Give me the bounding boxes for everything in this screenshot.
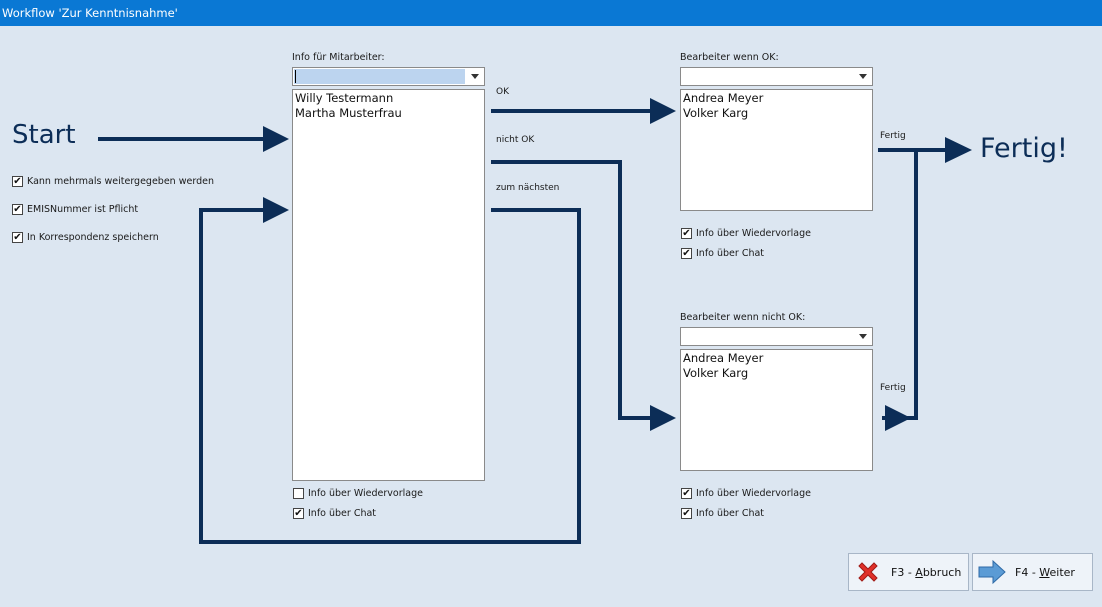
- bearbeiter-nicht-ok-label: Bearbeiter wenn nicht OK:: [680, 312, 806, 323]
- list-item[interactable]: Andrea Meyer: [683, 351, 764, 365]
- bearbeiter-nicht-ok-list[interactable]: Andrea Meyer Volker Karg: [680, 349, 873, 471]
- ok-arrowhead: [650, 98, 676, 124]
- fertig-ok-path-label: Fertig: [880, 131, 906, 141]
- chevron-down-icon[interactable]: [854, 328, 872, 345]
- kann-mehrmals-checkbox[interactable]: ✔ Kann mehrmals weitergegeben werden: [12, 176, 214, 187]
- loop-arrowhead: [263, 197, 289, 223]
- notok-arrow-line: [491, 160, 655, 420]
- info-mitarbeiter-label: Info für Mitarbeiter:: [292, 52, 385, 63]
- info-mitarbeiter-list[interactable]: Willy Testermann Martha Musterfrau: [292, 89, 485, 481]
- ok-chat-checkbox[interactable]: ✔ Info über Chat: [681, 248, 764, 259]
- info-mitarbeiter-combo[interactable]: [292, 67, 485, 86]
- notok-chat-label: Info über Chat: [696, 508, 765, 519]
- fertig-notok-arrowhead: [885, 405, 911, 431]
- abbruch-label: F3 - Abbruch: [891, 565, 962, 579]
- fertig-notok-path-label: Fertig: [880, 383, 906, 393]
- kann-mehrmals-label: Kann mehrmals weitergegeben werden: [27, 176, 214, 187]
- info-chat-label: Info über Chat: [308, 508, 377, 519]
- window-title: Workflow 'Zur Kenntnisnahme': [0, 0, 1102, 26]
- cancel-x-icon: [853, 558, 883, 586]
- bearbeiter-ok-list[interactable]: Andrea Meyer Volker Karg: [680, 89, 873, 211]
- checkbox-check-icon: ✔: [681, 487, 692, 499]
- fertig-ok-arrowhead: [945, 137, 972, 163]
- checkbox-check-icon: ✔: [681, 507, 692, 519]
- emis-pflicht-checkbox[interactable]: ✔ EMISNummer ist Pflicht: [12, 204, 138, 215]
- start-arrowhead: [263, 126, 289, 152]
- ok-wiedervorlage-checkbox[interactable]: ✔ Info über Wiedervorlage: [681, 228, 811, 239]
- notok-wiedervorlage-checkbox[interactable]: ✔ Info über Wiedervorlage: [681, 488, 811, 499]
- fertig-label: Fertig!: [980, 133, 1068, 164]
- chevron-down-icon[interactable]: [466, 68, 484, 85]
- list-item[interactable]: Andrea Meyer: [683, 91, 764, 105]
- bearbeiter-nicht-ok-combo[interactable]: [680, 327, 873, 346]
- ok-chat-label: Info über Chat: [696, 248, 765, 259]
- arrow-right-icon: [977, 558, 1007, 586]
- checkbox-check-icon: ✔: [12, 231, 23, 243]
- info-wiedervorlage-label: Info über Wiedervorlage: [308, 488, 423, 499]
- list-item[interactable]: Volker Karg: [683, 366, 749, 380]
- nicht-ok-path-label: nicht OK: [496, 135, 535, 145]
- list-item[interactable]: Volker Karg: [683, 106, 749, 120]
- korrespondenz-checkbox[interactable]: ✔ In Korrespondenz speichern: [12, 232, 159, 243]
- ok-wiedervorlage-label: Info über Wiedervorlage: [696, 228, 811, 239]
- ok-path-label: OK: [496, 87, 509, 97]
- checkbox-check-icon: ✔: [293, 507, 304, 519]
- checkbox-check-icon: ✔: [12, 203, 23, 215]
- abbruch-button[interactable]: F3 - Abbruch: [848, 553, 969, 591]
- combo-selection: [294, 69, 465, 84]
- notok-chat-checkbox[interactable]: ✔ Info über Chat: [681, 508, 764, 519]
- checkbox-empty-icon: [293, 488, 304, 499]
- zum-naechsten-path-label: zum nächsten: [496, 183, 560, 193]
- text-caret: [295, 70, 296, 83]
- info-wiedervorlage-checkbox[interactable]: Info über Wiedervorlage: [293, 488, 423, 499]
- notok-arrowhead: [650, 405, 676, 431]
- bearbeiter-ok-combo[interactable]: [680, 67, 873, 86]
- list-item[interactable]: Martha Musterfrau: [295, 106, 402, 120]
- list-item[interactable]: Willy Testermann: [295, 91, 394, 105]
- emis-pflicht-label: EMISNummer ist Pflicht: [27, 204, 139, 215]
- weiter-button[interactable]: F4 - Weiter: [972, 553, 1093, 591]
- chevron-down-icon[interactable]: [854, 68, 872, 85]
- fertig-notok-line: [882, 150, 918, 420]
- korrespondenz-label: In Korrespondenz speichern: [27, 232, 159, 243]
- checkbox-check-icon: ✔: [681, 247, 692, 259]
- start-label: Start: [12, 120, 76, 150]
- checkbox-check-icon: ✔: [681, 227, 692, 239]
- checkbox-check-icon: ✔: [12, 175, 23, 187]
- weiter-label: F4 - Weiter: [1015, 565, 1075, 579]
- notok-wiedervorlage-label: Info über Wiedervorlage: [696, 488, 811, 499]
- bearbeiter-ok-label: Bearbeiter wenn OK:: [680, 52, 779, 63]
- info-chat-checkbox[interactable]: ✔ Info über Chat: [293, 508, 376, 519]
